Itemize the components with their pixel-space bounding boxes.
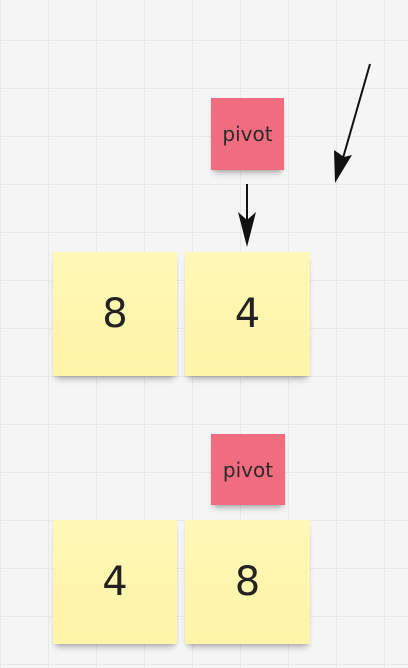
number-label: 4 xyxy=(102,559,128,605)
arrow-down-connector[interactable] xyxy=(238,184,256,247)
number-sticky-note[interactable]: 4 xyxy=(53,520,177,644)
pivot-label: pivot xyxy=(222,122,273,146)
pivot-sticky-note-bottom[interactable]: pivot xyxy=(211,434,285,505)
number-sticky-note[interactable]: 4 xyxy=(185,252,310,376)
number-label: 4 xyxy=(234,291,261,337)
pivot-sticky-note-top[interactable]: pivot xyxy=(211,98,284,170)
arrow-diagonal-connector[interactable] xyxy=(334,63,371,183)
number-label: 8 xyxy=(234,559,261,605)
number-sticky-note[interactable]: 8 xyxy=(53,252,177,376)
number-sticky-note[interactable]: 8 xyxy=(185,520,310,644)
pivot-label: pivot xyxy=(222,457,274,482)
number-label: 8 xyxy=(102,291,128,337)
